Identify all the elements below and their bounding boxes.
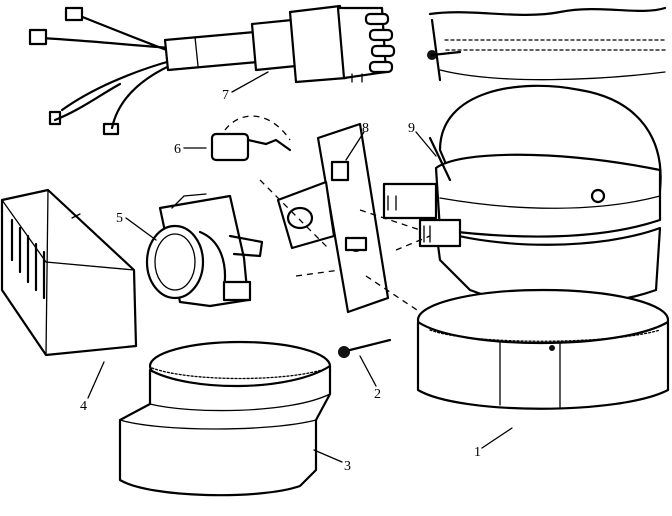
callout-3: 3 <box>344 459 351 474</box>
callout-6: 6 <box>174 142 181 157</box>
thermal-sensor <box>210 115 292 162</box>
control-box-cover <box>0 188 138 357</box>
wire-harness <box>28 4 396 136</box>
callout-4: 4 <box>80 399 87 414</box>
vent-slots <box>10 218 46 300</box>
callout-1: 1 <box>474 445 481 460</box>
transition-duct <box>118 340 332 497</box>
motor-dome-housing <box>418 84 662 307</box>
blower-motor <box>145 193 264 308</box>
screw <box>338 338 392 358</box>
assembly-lines <box>259 179 431 313</box>
callout-7: 7 <box>222 88 229 103</box>
callout-5: 5 <box>116 211 123 226</box>
callout-9: 9 <box>408 121 415 136</box>
lower-collar-ring <box>416 288 670 410</box>
leader-lines <box>87 71 513 463</box>
callout-2: 2 <box>374 387 381 402</box>
callout-8: 8 <box>362 121 369 136</box>
callout-labels: 1 2 3 4 5 6 7 8 9 <box>80 88 481 474</box>
mounting-bracket <box>276 122 438 314</box>
vent-cap-partial <box>427 6 667 82</box>
